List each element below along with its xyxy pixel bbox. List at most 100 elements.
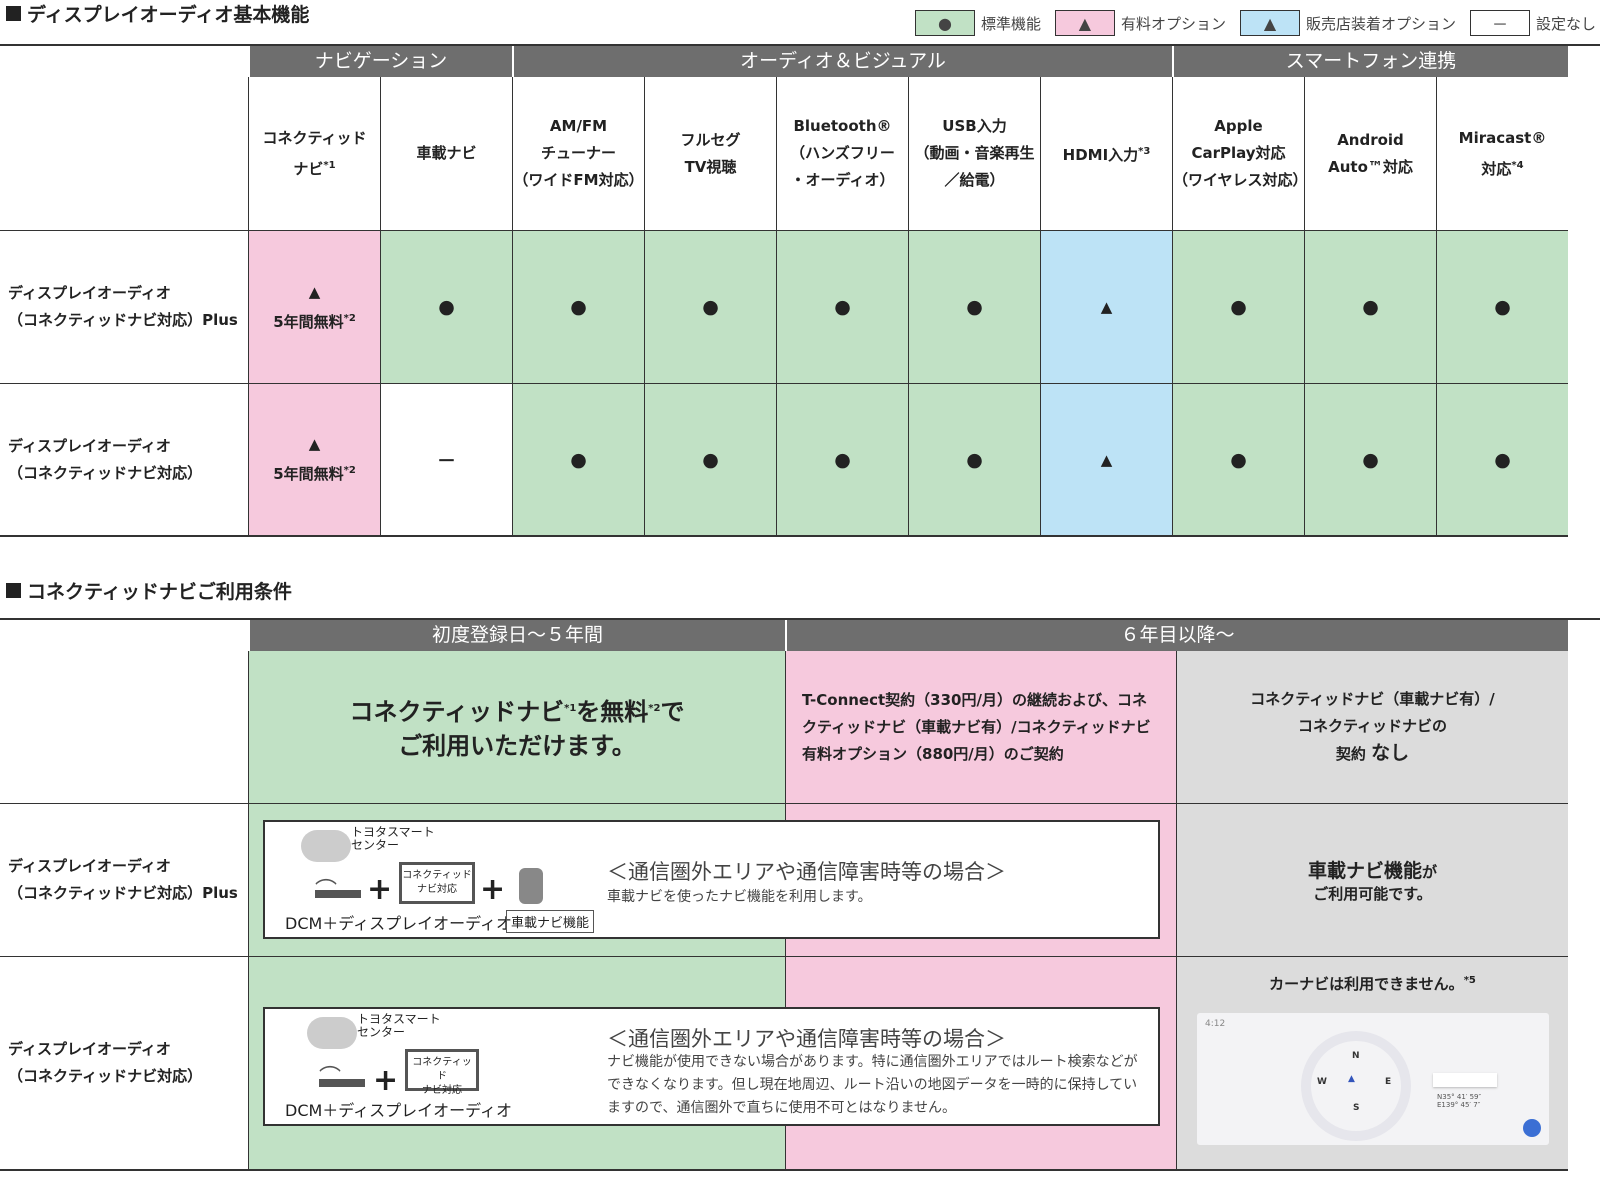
column-header-text: Bluetooth® （ハンズフリー ・オーディオ） (790, 113, 895, 194)
row2-offline-text: ナビ機能が使用できない場合があります。特に通信圏外エリアではルート検索などができ… (607, 1054, 1138, 1116)
column-header: 車載ナビ (380, 77, 512, 231)
feature-cell: ▲ 5年間無料*2 (248, 384, 380, 537)
triangle-icon: ▲ (308, 282, 321, 301)
legend-swatch: － (1469, 10, 1530, 36)
triangle-icon: ▲ (1100, 298, 1113, 316)
column-header: Miracast® 対応*4 (1436, 77, 1568, 231)
plus-icon: + (373, 1063, 399, 1098)
column-header: AM/FM チューナー （ワイドFM対応） (512, 77, 644, 231)
features-table: ナビゲーションオーディオ＆ビジュアルスマートフォン連携 コネクティッド ナビ*1… (0, 44, 1600, 537)
feature-cell: ● (1436, 384, 1568, 537)
row1-label: ディスプレイオーディオ （コネクティッドナビ対応）Plus (0, 804, 248, 957)
triangle-icon: ▲ (1100, 450, 1113, 469)
column-header-text: Android Auto™対応 (1328, 127, 1413, 181)
feature-cell: ▲ (1040, 231, 1172, 384)
feature-cell: ● (776, 231, 908, 384)
free-period-note: 5年間無料*2 (273, 463, 356, 484)
feature-cell: ● (644, 384, 776, 537)
section2-title-text: コネクティッドナビご利用条件 (27, 581, 292, 603)
feature-cell: ▲ 5年間無料*2 (248, 231, 380, 384)
section2-title: コネクティッドナビご利用条件 (6, 577, 292, 604)
legend-label: 設定なし (1535, 14, 1596, 33)
database-map-icon (519, 868, 543, 904)
onboard-available-cell: 車載ナビ機能がご利用可能です。 (1176, 804, 1568, 957)
compass-icon: N S W E ▲ (1301, 1031, 1411, 1141)
circle-icon: ● (1362, 296, 1379, 318)
table-row: ディスプレイオーディオ （コネクティッドナビ対応）Plus ▲ 5年間無料*2 ● ● ●… (0, 231, 1600, 384)
group-header: オーディオ＆ビジュアル (512, 46, 1172, 77)
feature-cell: ● (512, 231, 644, 384)
legend-label: 標準機能 (980, 14, 1041, 33)
display-audio-icon: コネクティッド ナビ対応 (399, 862, 475, 904)
row1-offline-text: 車載ナビを使ったナビ機能を利用します。 (607, 889, 872, 905)
legend-label: 有料オプション (1120, 14, 1226, 33)
column-label: USB入力 （動画・音楽再生 ／給電） (914, 117, 1035, 189)
circle-icon: ● (834, 296, 851, 318)
column-label: コネクティッド ナビ (262, 128, 367, 178)
free-usage-cell: コネクティッドナビ*1を無料*2でご利用いただけます。 (248, 651, 785, 804)
circle-icon: ● (702, 448, 719, 471)
feature-cell: ● (1304, 384, 1436, 537)
circle-icon: ● (438, 296, 455, 318)
column-header-text: AM/FM チューナー （ワイドFM対応） (513, 113, 643, 194)
row2-label: ディスプレイオーディオ （コネクティッドナビ対応） (0, 957, 248, 1171)
note-footnote: *2 (343, 312, 356, 324)
column-label: HDMI入力 (1062, 146, 1139, 164)
column-footnote: *3 (1138, 146, 1151, 157)
row-label: ディスプレイオーディオ （コネクティッドナビ対応） (0, 384, 248, 537)
triangle-icon: ▲ (308, 435, 321, 453)
circle-icon: ● (1230, 296, 1247, 318)
legend-swatch: ● (914, 10, 975, 36)
column-label: AM/FM チューナー （ワイドFM対応） (513, 117, 644, 189)
feature-cell: ● (776, 384, 908, 537)
cloud-server-icon (307, 1017, 357, 1049)
section1-title-text: ディスプレイオーディオ基本機能 (27, 4, 310, 26)
column-label: Miracast® 対応 (1458, 128, 1547, 178)
dcm-device-icon (319, 1079, 365, 1087)
circle-icon: ● (1230, 448, 1247, 471)
legend-swatch: ▲ (1054, 10, 1115, 36)
feature-cell: ● (512, 384, 644, 537)
row2-diagram: トヨタスマート センター ︵ + コネクティッド ナビ対応 DCM＋ディスプレイ… (263, 1007, 1160, 1126)
offline-title: ＜通信圏外エリアや通信障害時等の場合＞ (607, 860, 1006, 884)
column-label: Android Auto™対応 (1328, 130, 1413, 176)
feature-cell: ● (380, 231, 512, 384)
column-header: Android Auto™対応 (1304, 77, 1436, 231)
no-carnavi-cell: カーナビは利用できません。*5 4:12 N S W E ▲ N35° 41′ … (1176, 957, 1568, 1171)
circle-icon: ● (702, 296, 719, 318)
column-label: Bluetooth® （ハンズフリー ・オーディオ） (790, 117, 895, 189)
note-text: 5年間無料 (273, 312, 344, 331)
column-label: フルセグ TV視聴 (680, 130, 741, 176)
circle-icon: ● (570, 448, 587, 471)
column-header-text: フルセグ TV視聴 (680, 127, 740, 181)
column-header: コネクティッド ナビ*1 (248, 77, 380, 231)
section1-title: ディスプレイオーディオ基本機能 (6, 0, 309, 27)
dcm-label: DCM＋ディスプレイオーディオ (285, 914, 513, 933)
circle-icon: ● (570, 296, 587, 318)
free-period-note: 5年間無料*2 (273, 311, 356, 332)
period2-header: ６年目以降～ (785, 620, 1568, 651)
column-footnote: *1 (323, 159, 336, 171)
feature-cell: ● (1436, 231, 1568, 384)
legend: ●標準機能▲有料オプション▲販売店装着オプション－設定なし (914, 10, 1596, 36)
feature-cell: ● (1172, 384, 1304, 537)
no-contract-cell: コネクティッドナビ（車載ナビ有）/ コネクティッドナビの 契約 なし (1176, 651, 1568, 804)
row1-diagram: トヨタスマート センター ︵ + コネクティッド ナビ対応 + DCM＋ディスプ… (263, 820, 1160, 939)
circle-icon: ● (966, 448, 983, 471)
plus-icon: + (480, 872, 506, 907)
column-header: USB入力 （動画・音楽再生 ／給電） (908, 77, 1040, 231)
note-text: 5年間無料 (273, 465, 344, 483)
circle-icon: ● (834, 448, 851, 471)
feature-cell: ● (1172, 231, 1304, 384)
row-label: ディスプレイオーディオ （コネクティッドナビ対応）Plus (0, 231, 248, 384)
wifi-icon: ︵ (319, 1051, 342, 1076)
feature-cell: ▲ (1040, 384, 1172, 537)
center-label: トヨタスマート センター (357, 1012, 441, 1039)
group-header: スマートフォン連携 (1172, 46, 1568, 77)
column-header: フルセグ TV視聴 (644, 77, 776, 231)
wifi-icon: ︵ (315, 864, 338, 889)
feature-cell: ● (1304, 231, 1436, 384)
circle-icon: ● (1362, 448, 1379, 471)
corner-cell (0, 46, 248, 77)
onboard-tag: 車載ナビ機能 (506, 910, 595, 933)
